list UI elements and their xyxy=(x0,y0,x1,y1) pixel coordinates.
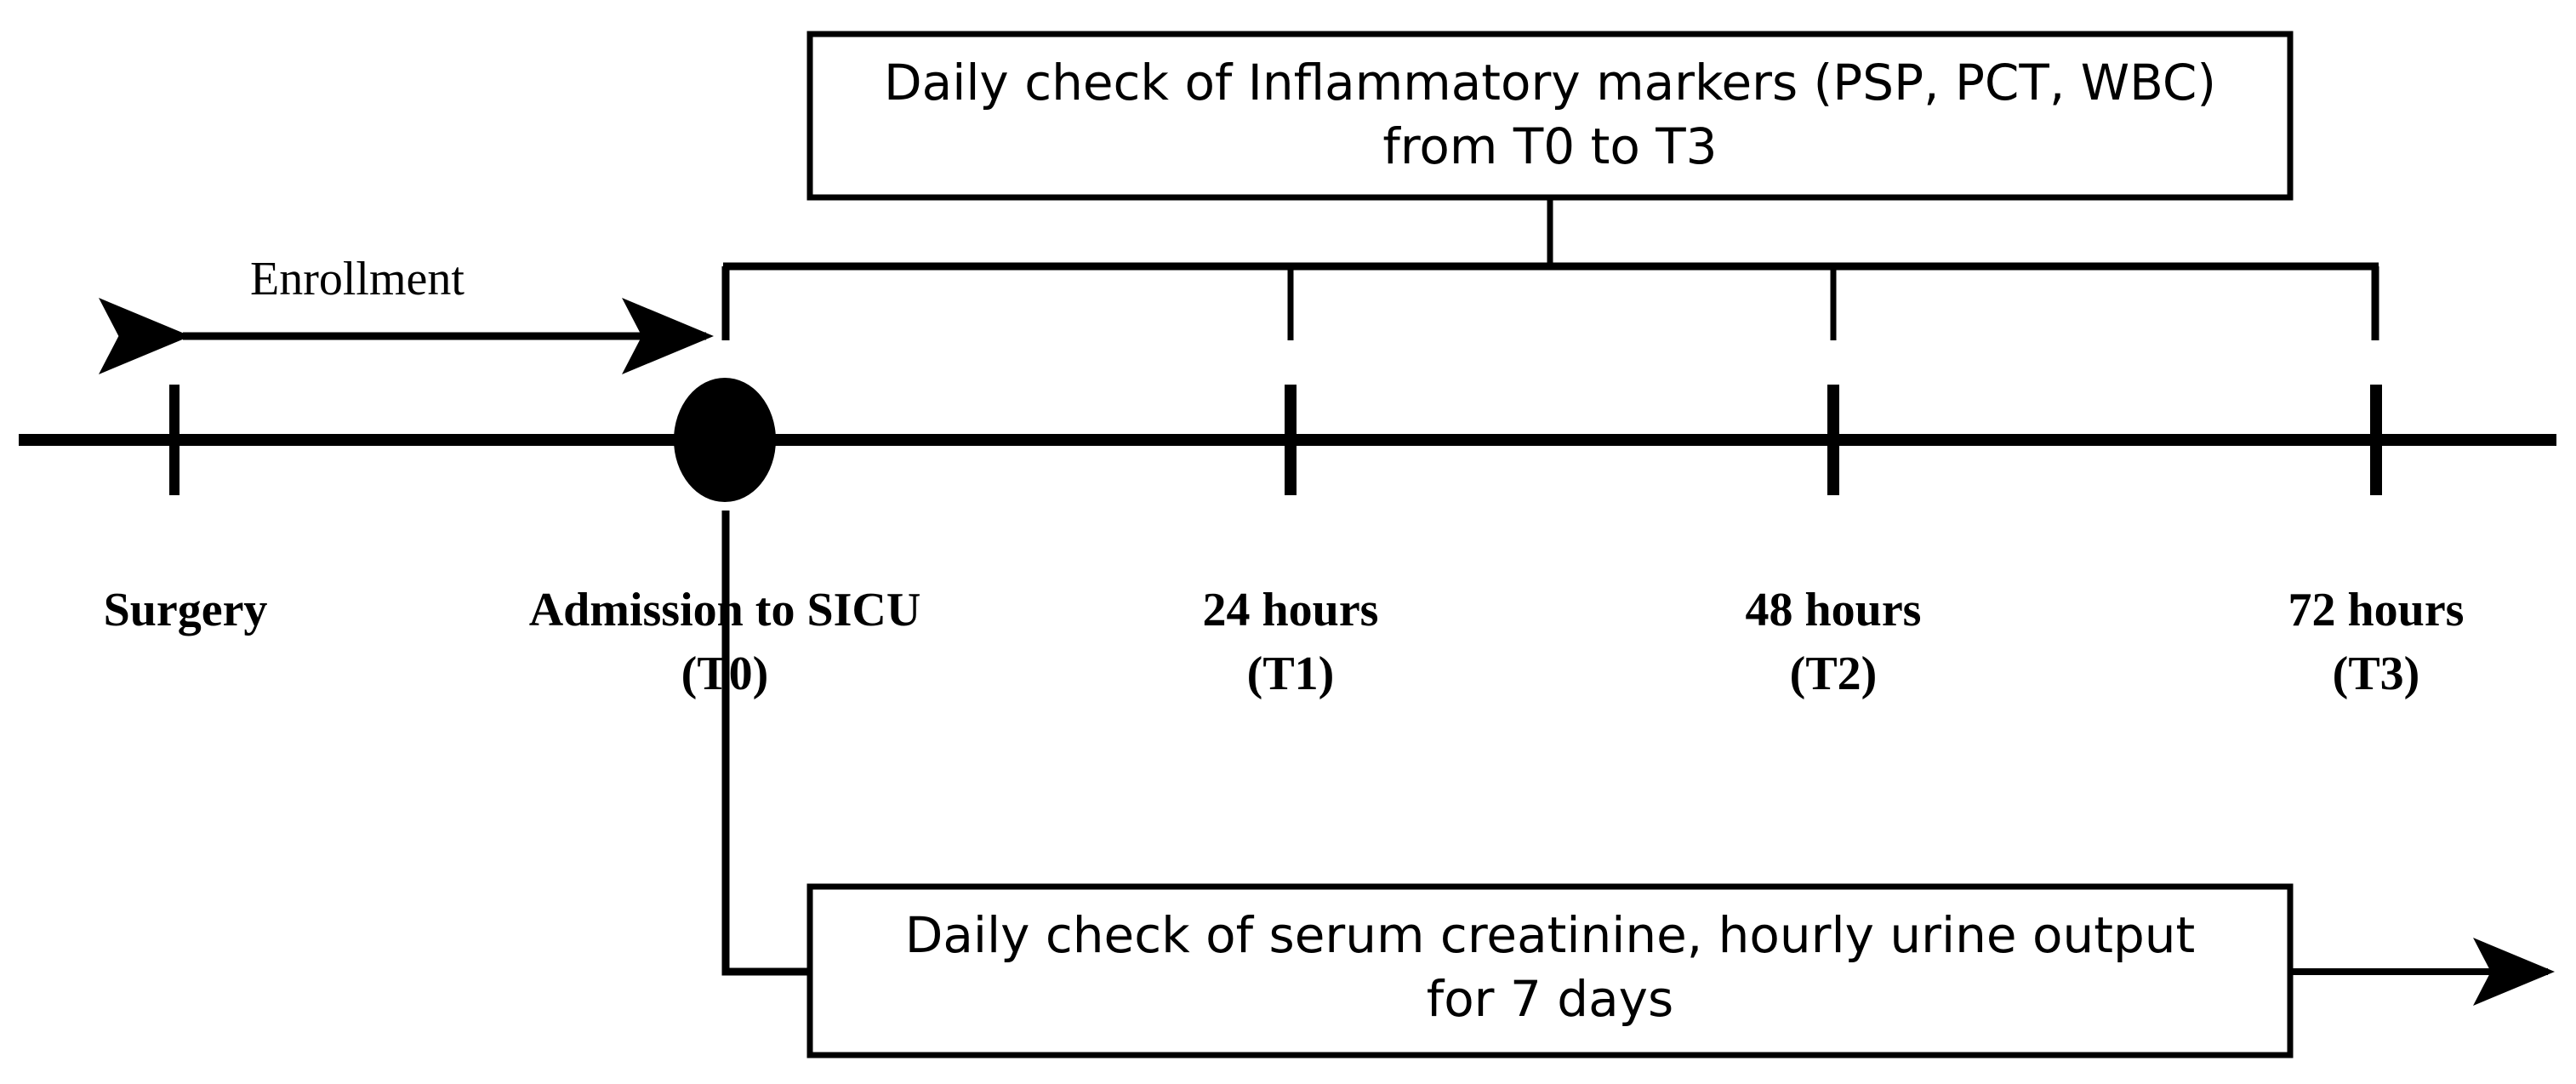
marker-t0-filled-circle xyxy=(674,378,776,502)
bottom-box-outline xyxy=(806,883,2294,1058)
bottom-box-connector xyxy=(721,511,810,976)
top-box-outline xyxy=(806,31,2294,201)
